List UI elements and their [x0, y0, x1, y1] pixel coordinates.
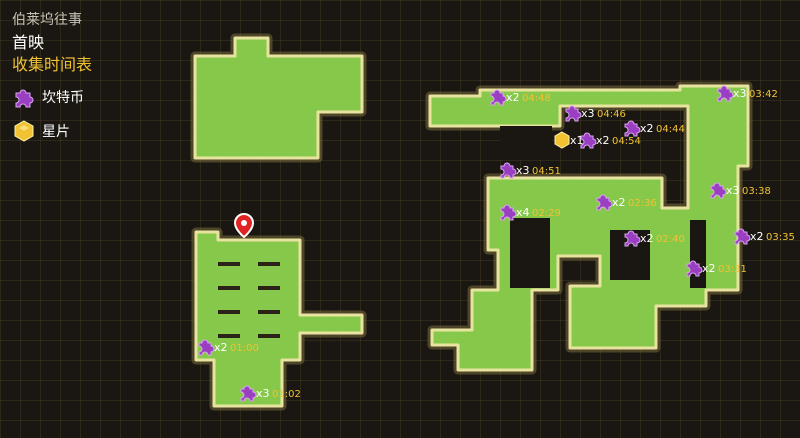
marker-time: 04:54 — [612, 136, 641, 147]
marker-coin-count: x3 — [516, 164, 530, 177]
location-pin-icon[interactable] — [233, 212, 255, 239]
inner-block-d — [690, 220, 706, 288]
marker-time: 03:38 — [742, 186, 771, 197]
marker-time: 02:36 — [628, 198, 657, 209]
marker-coin-count: x2 — [640, 122, 654, 135]
puzzle-piece-icon — [15, 89, 34, 108]
inner-block-b — [510, 218, 550, 288]
inner-block-a — [500, 126, 552, 160]
marker-coin-count: x2 — [612, 196, 626, 209]
marker-coin-count: x2 — [750, 230, 764, 243]
marker-coin-count: x2 — [640, 232, 654, 245]
shard-icon — [554, 131, 570, 149]
marker-time: 04:46 — [597, 109, 626, 120]
game-title: 伯莱坞往事 — [12, 12, 82, 28]
marker-shard-count: x1 — [570, 134, 584, 147]
legend-label-coin: 坎特币 — [42, 90, 84, 106]
room-right-complex — [428, 84, 750, 372]
marker-time: 03:31 — [718, 264, 747, 275]
legend-item-coin: 坎特币 — [12, 84, 182, 110]
legend-item-shard: 星片 — [12, 118, 182, 144]
lower-left-slots — [218, 262, 280, 338]
marker-coin-count: x3 — [581, 107, 595, 120]
room-upper-left — [193, 36, 364, 160]
marker-time: 04:51 — [532, 166, 561, 177]
schedule-title: 收集时间表 — [12, 55, 93, 74]
marker-coin-count: x4 — [516, 206, 530, 219]
marker-time: 02:40 — [656, 234, 685, 245]
marker-time: 04:48 — [522, 93, 551, 104]
marker-coin-count: x3 — [733, 87, 747, 100]
marker-time: 04:44 — [656, 124, 685, 135]
marker-coin-count: x3 — [726, 184, 740, 197]
room-lower-left — [194, 230, 364, 408]
stage-title: 首映 — [12, 33, 45, 52]
marker-coin-count: x2 — [214, 341, 228, 354]
legend-panel: 伯莱坞往事 首映 收集时间表 坎特币 星片 — [12, 10, 182, 144]
marker-time: 03:42 — [749, 89, 778, 100]
marker-coin-count: x2 — [702, 262, 716, 275]
hexagon-shard-icon — [14, 120, 34, 142]
coin-icon — [624, 120, 641, 137]
marker-coin-count: x3 — [256, 387, 270, 400]
marker-time: 03:35 — [766, 232, 795, 243]
legend-label-shard: 星片 — [42, 124, 70, 140]
marker-time: 02:29 — [532, 208, 561, 219]
marker-coin-count: x2 — [506, 91, 520, 104]
marker-time: 01:02 — [272, 389, 301, 400]
marker-coin-count: x2 — [596, 134, 610, 147]
marker-time: 01:00 — [230, 343, 259, 354]
